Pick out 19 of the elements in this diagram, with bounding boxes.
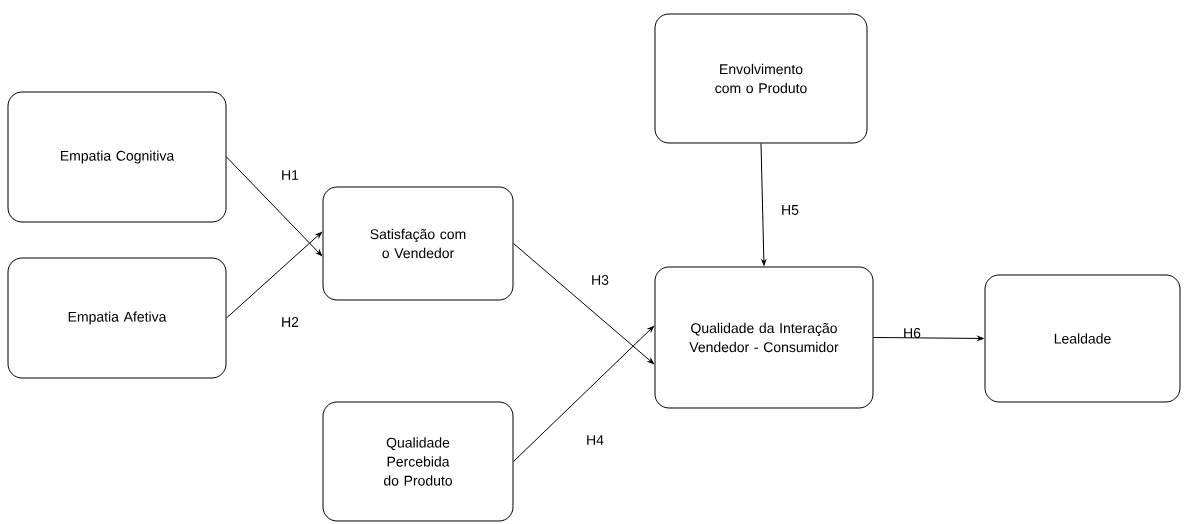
concept-box: Satisfação com o Vendedor [322,186,514,301]
edge-label: H4 [587,435,604,445]
edge-label: H5 [782,205,799,215]
edge-label: H3 [592,275,609,285]
arrow [226,156,322,256]
concept-box: Qualidade da Interação Vendedor - Consumidor [654,266,874,409]
concept-box: Qualidade Percebida do Produto [322,401,514,522]
arrow [513,243,654,365]
concept-box: Empatia Afetiva [7,257,227,379]
arrow [226,231,322,319]
concept-box: Lealdade [984,274,1181,403]
arrow [760,143,767,266]
arrow [513,326,654,462]
concept-box: Envolvimento com o Produto [654,13,868,144]
concept-box: Empatia Cognitiva [7,91,227,223]
edge-label: H1 [282,170,299,180]
edge-label: H6 [904,328,921,338]
edge-label: H2 [282,317,299,327]
arrow [873,336,984,341]
